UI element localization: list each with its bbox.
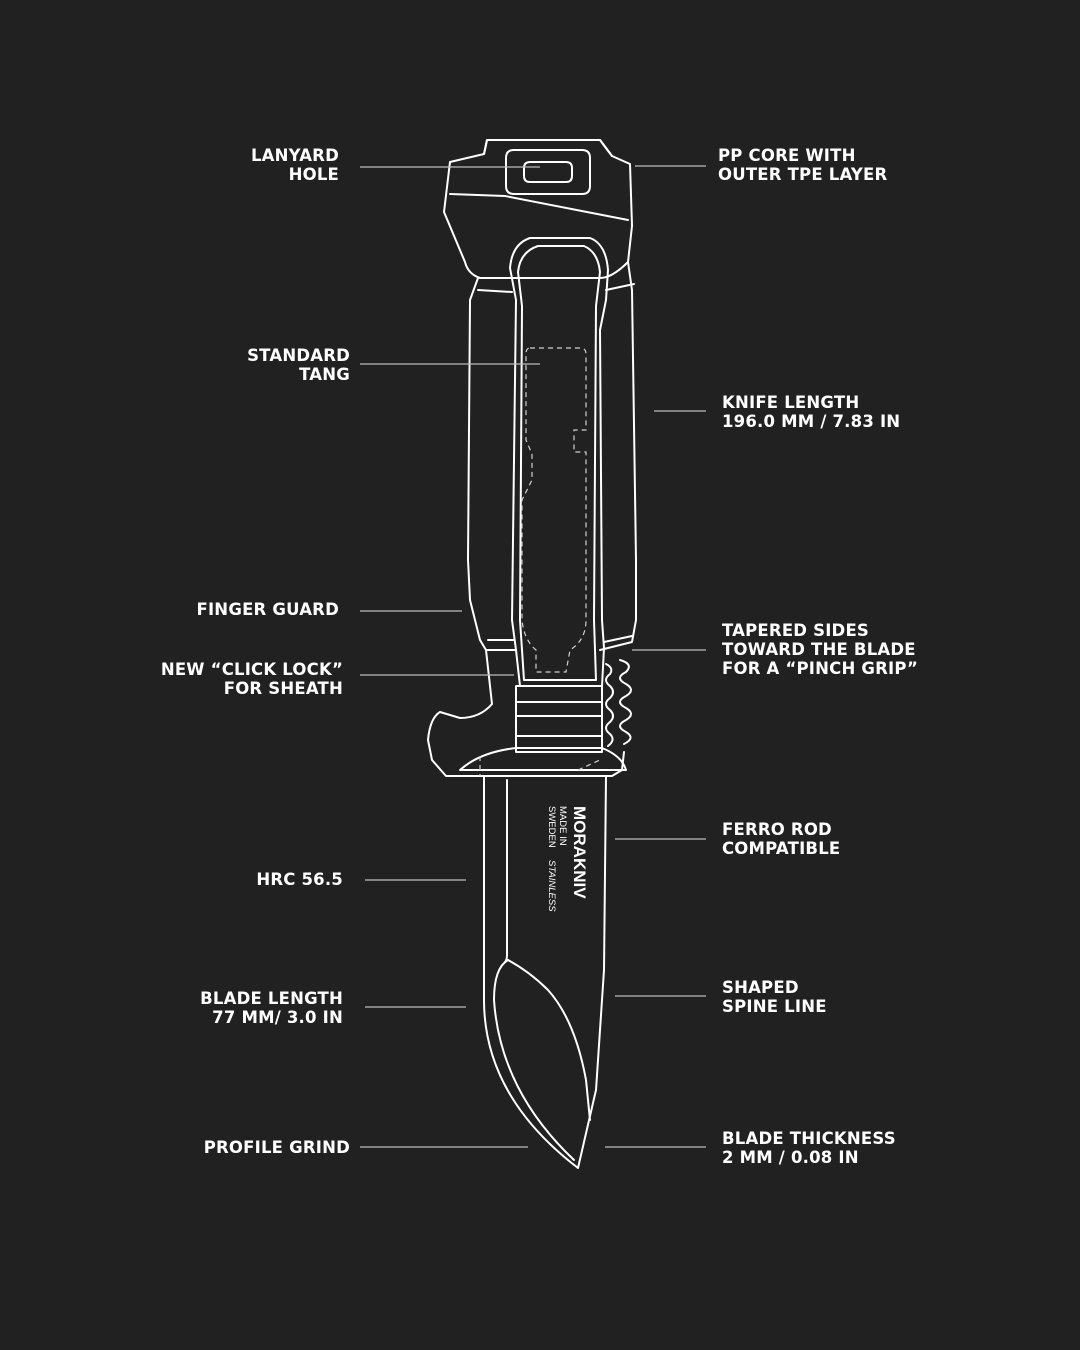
label-line: TOWARD THE BLADE <box>722 640 916 659</box>
label-click-lock: NEW “CLICK LOCK” FOR SHEATH <box>161 660 343 698</box>
pommel-outline <box>443 139 633 279</box>
grip-panel <box>509 237 609 687</box>
pommel-top-cap <box>483 139 613 157</box>
blade-engraving: MORAKNIV MADE IN SWEDEN STAINLESS <box>546 806 589 912</box>
label-knife-length: KNIFE LENGTH 196.0 MM / 7.83 IN <box>722 393 900 431</box>
label-blade-thickness: BLADE THICKNESS 2 MM / 0.08 IN <box>722 1129 896 1167</box>
ferrule <box>515 685 603 753</box>
label-line: SHAPED <box>722 978 799 997</box>
label-line: LANYARD <box>250 146 339 165</box>
label-line: OUTER TPE LAYER <box>718 165 888 184</box>
tang-outline <box>479 347 601 776</box>
label-line: PROFILE GRIND <box>203 1138 350 1157</box>
brand-engraving: MORAKNIV <box>570 806 589 899</box>
leader-lines <box>360 165 706 1148</box>
handle-left-band <box>477 289 515 641</box>
origin-engraving-1: MADE IN <box>557 806 568 846</box>
finger-guard-outline <box>427 649 625 777</box>
label-line: 196.0 MM / 7.83 IN <box>722 412 901 431</box>
origin-engraving-2: SWEDEN <box>546 806 557 848</box>
handle-left-outline <box>467 277 517 651</box>
label-blade-length: BLADE LENGTH 77 MM/ 3.0 IN <box>200 989 343 1027</box>
ferro-rod-notches <box>619 659 632 745</box>
label-line: PP CORE WITH <box>718 146 856 165</box>
label-line: HRC 56.5 <box>256 870 343 889</box>
label-line: TANG <box>299 365 350 384</box>
label-line: FERRO ROD <box>722 820 832 839</box>
lanyard-hole-outer <box>505 149 591 195</box>
blade-grind-line <box>507 959 591 1121</box>
label-line: 77 MM/ 3.0 IN <box>212 1008 343 1027</box>
label-line: TAPERED SIDES <box>722 621 869 640</box>
blade-spine-line <box>504 779 508 963</box>
ferro-rod-notches-inner <box>605 663 614 747</box>
label-line: SPINE LINE <box>722 997 827 1016</box>
label-hrc: HRC 56.5 <box>256 870 343 889</box>
label-line: 2 MM / 0.08 IN <box>722 1148 859 1167</box>
label-lanyard-hole: LANYARD HOLE <box>251 146 339 184</box>
label-line: FOR A “PINCH GRIP” <box>722 659 919 678</box>
material-engraving: STAINLESS <box>546 860 557 912</box>
label-finger-guard: FINGER GUARD <box>197 600 340 619</box>
grip-panel-inner <box>517 245 601 681</box>
label-pp-core: PP CORE WITH OUTER TPE LAYER <box>718 146 887 184</box>
label-line: STANDARD <box>247 346 350 365</box>
label-line: COMPATIBLE <box>722 839 841 858</box>
label-line: BLADE LENGTH <box>200 989 343 1008</box>
label-line: NEW “CLICK LOCK” <box>160 660 343 679</box>
label-shaped-spine: SHAPED SPINE LINE <box>722 978 827 1016</box>
label-line: FINGER GUARD <box>196 600 339 619</box>
label-line: FOR SHEATH <box>223 679 343 698</box>
pommel-divider <box>449 193 629 221</box>
lanyard-hole-inner <box>523 161 573 183</box>
label-profile-grind: PROFILE GRIND <box>204 1138 350 1157</box>
blade-bolster <box>459 747 627 771</box>
label-standard-tang: STANDARD TANG <box>247 346 350 384</box>
handle-right-band <box>603 283 635 643</box>
label-line: HOLE <box>288 165 339 184</box>
label-line: KNIFE LENGTH <box>722 393 860 412</box>
handle-right-outline <box>599 261 637 651</box>
label-line: BLADE THICKNESS <box>722 1129 896 1148</box>
label-ferro-rod: FERRO ROD COMPATIBLE <box>722 820 840 858</box>
label-tapered-sides: TAPERED SIDES TOWARD THE BLADE FOR A “PI… <box>722 621 918 678</box>
blade-outline <box>483 775 607 1169</box>
blade-bevel-line <box>493 959 575 1161</box>
